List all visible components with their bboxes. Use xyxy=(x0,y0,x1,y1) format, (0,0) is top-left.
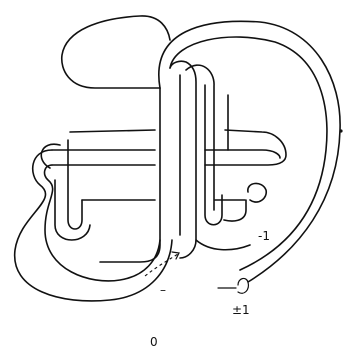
dashed-arrow-head xyxy=(171,251,180,260)
center-vertical-d xyxy=(185,64,215,211)
horizontal-bar-bottom xyxy=(51,129,287,166)
right-inner-vertical xyxy=(204,84,229,226)
left-curl-inner xyxy=(43,164,161,282)
horizontal-bar-top xyxy=(51,149,281,159)
center-vertical-b xyxy=(169,60,197,259)
label-plus-minus-one: ±1 xyxy=(232,303,250,317)
outer-right-arc xyxy=(158,20,341,283)
band-to-minus-one xyxy=(195,239,251,251)
center-vertical-a xyxy=(99,87,161,263)
horizontal-bar-upper-line xyxy=(69,129,156,133)
edge-dot xyxy=(339,129,343,133)
upper-left-lobe xyxy=(61,15,171,89)
left-small-loop xyxy=(40,139,91,241)
label-minus-one: -1 xyxy=(258,229,270,243)
right-hook xyxy=(223,182,268,222)
outer-right-arc-inner xyxy=(169,36,328,271)
label-dash: – xyxy=(160,283,166,297)
left-curl-outer xyxy=(14,149,173,302)
small-circle-plus-minus-one xyxy=(237,277,249,294)
dashed-arrow xyxy=(144,253,179,277)
label-zero: 0 xyxy=(150,335,158,349)
